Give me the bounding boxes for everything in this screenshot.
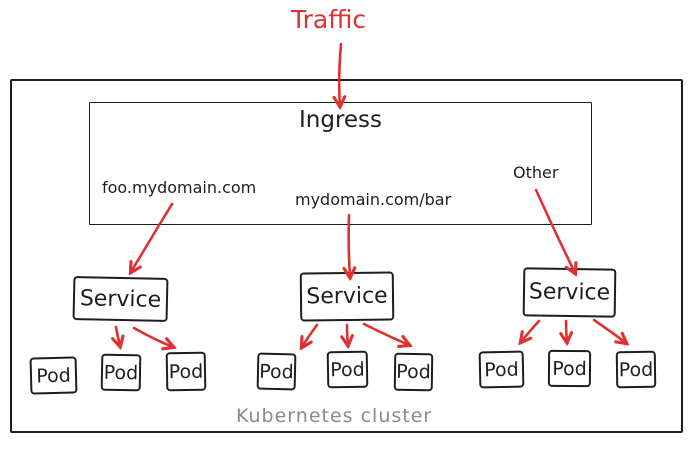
ingress-rule-foo: foo.mydomain.com [102,178,257,197]
pod-1-box: Pod [29,356,78,395]
service-3-box: Service [522,267,617,318]
pod-5-label: Pod [330,358,365,381]
ingress-rule-other: Other [513,163,559,182]
pod-9-box: Pod [615,350,657,389]
pod-3-label: Pod [168,360,204,383]
cluster-label: Kubernetes cluster [236,405,433,427]
service-3-label: Service [528,279,611,306]
ingress-rule-bar: mydomain.com/bar [295,190,452,209]
service-1-label: Service [79,285,162,313]
ingress-title: Ingress [298,107,383,133]
service-2-box: Service [299,271,395,322]
pod-8-label: Pod [552,357,587,380]
pod-6-label: Pod [396,360,431,384]
pod-2-box: Pod [100,353,142,392]
kubernetes-cluster-box [10,79,683,433]
pod-2-label: Pod [103,361,139,384]
pod-5-box: Pod [326,350,369,389]
pod-9-label: Pod [618,358,654,381]
pod-4-label: Pod [259,360,294,383]
service-1-box: Service [72,276,169,322]
service-2-label: Service [306,283,388,310]
pod-8-box: Pod [547,349,592,388]
pod-6-box: Pod [393,352,434,392]
pod-1-label: Pod [35,364,72,387]
pod-7-box: Pod [478,350,525,389]
pod-4-box: Pod [256,352,297,391]
traffic-label: Traffic [291,5,367,34]
pod-7-label: Pod [484,358,519,381]
pod-3-box: Pod [165,351,207,392]
